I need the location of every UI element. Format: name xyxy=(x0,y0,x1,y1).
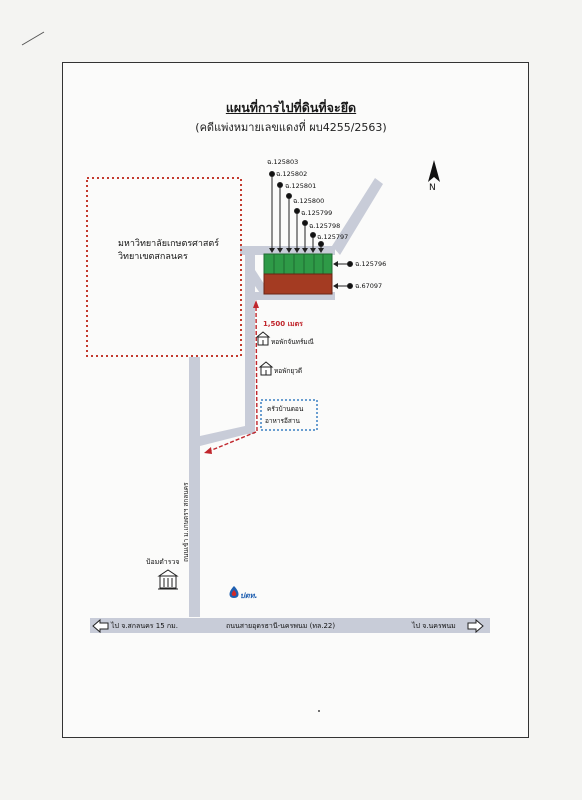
parcel-marker-lines xyxy=(269,171,353,289)
north-label: N xyxy=(429,183,436,193)
restaurant-label-line1: ครัวบ้านดอน xyxy=(267,405,304,413)
campus-boundary xyxy=(86,177,242,357)
restaurant-label-line2: อาหารอีสาน xyxy=(265,417,300,425)
police-label: ป้อมตำรวจ xyxy=(146,558,180,566)
parcel-label-125799: ฉ.125799 xyxy=(301,209,333,217)
arrow-right-icon xyxy=(467,618,484,634)
map-title: แผนที่การไปที่ดินที่จะยึด xyxy=(225,100,357,115)
dorm-icon-2 xyxy=(258,361,274,376)
route-arrow-up xyxy=(253,300,259,308)
highway-right-destination: ไป จ.นครพนม xyxy=(412,622,456,630)
road-connector-diagonal xyxy=(200,426,255,446)
dorm-label-2: หอพักยุวดี xyxy=(274,367,303,375)
parcel-label-125796: ฉ.125796 xyxy=(355,260,387,268)
north-arrow-icon xyxy=(428,160,440,182)
parcel-label-125798: ฉ.125798 xyxy=(309,222,341,230)
road-northeast-diagonal xyxy=(332,178,383,255)
map-subtitle: (คดีแพ่งหมายเลขแดงที่ ผบ4255/2563) xyxy=(195,121,387,134)
road-label-vertical: ถนนเข้า ม.เกษตรฯ สกลนคร xyxy=(182,482,190,562)
restaurant-box xyxy=(260,399,318,431)
university-name-line2: วิทยาเขตสกลนคร xyxy=(118,252,188,262)
gas-station-label: ปตท. xyxy=(240,591,258,600)
road-east-vertical xyxy=(245,246,255,434)
parcel-arrowheads xyxy=(269,248,338,289)
highway-name: ถนนสายอุดรธานี-นครพนม (ทล.22) xyxy=(226,622,336,630)
parcel-label-125797: ฉ.125797 xyxy=(317,233,349,241)
parcel-label-67097: ฉ.67097 xyxy=(355,282,383,290)
highway-left-destination: ไป จ.สกลนคร 15 กม. xyxy=(111,622,178,630)
parcel-label-125801: ฉ.125801 xyxy=(285,182,317,190)
route-path xyxy=(206,304,258,453)
brown-parcel xyxy=(263,273,333,295)
university-name: มหาวิทยาลัยเกษตรศาสตร์ วิทยาเขตสกลนคร xyxy=(118,238,219,264)
university-name-line1: มหาวิทยาลัยเกษตรศาสตร์ xyxy=(118,239,220,249)
dorm-icon-1 xyxy=(255,331,271,346)
dorm-label-1: หอพักจันทร์มณี xyxy=(271,338,314,346)
route-arrow-down xyxy=(204,447,212,454)
police-icon xyxy=(157,569,179,590)
road-campus-vertical xyxy=(189,357,200,617)
parcel-label-125800: ฉ.125800 xyxy=(293,197,325,205)
parcel-label-125802: ฉ.125802 xyxy=(276,170,308,178)
gas-station-icon xyxy=(229,586,239,598)
parcel-label-125803: ฉ.125803 xyxy=(267,158,299,166)
green-parcels xyxy=(263,253,333,275)
road-lower-horizontal xyxy=(255,292,335,300)
distance-label: 1,500 เมตร xyxy=(263,320,303,328)
arrow-left-icon xyxy=(92,618,109,634)
highway-road xyxy=(90,618,490,633)
